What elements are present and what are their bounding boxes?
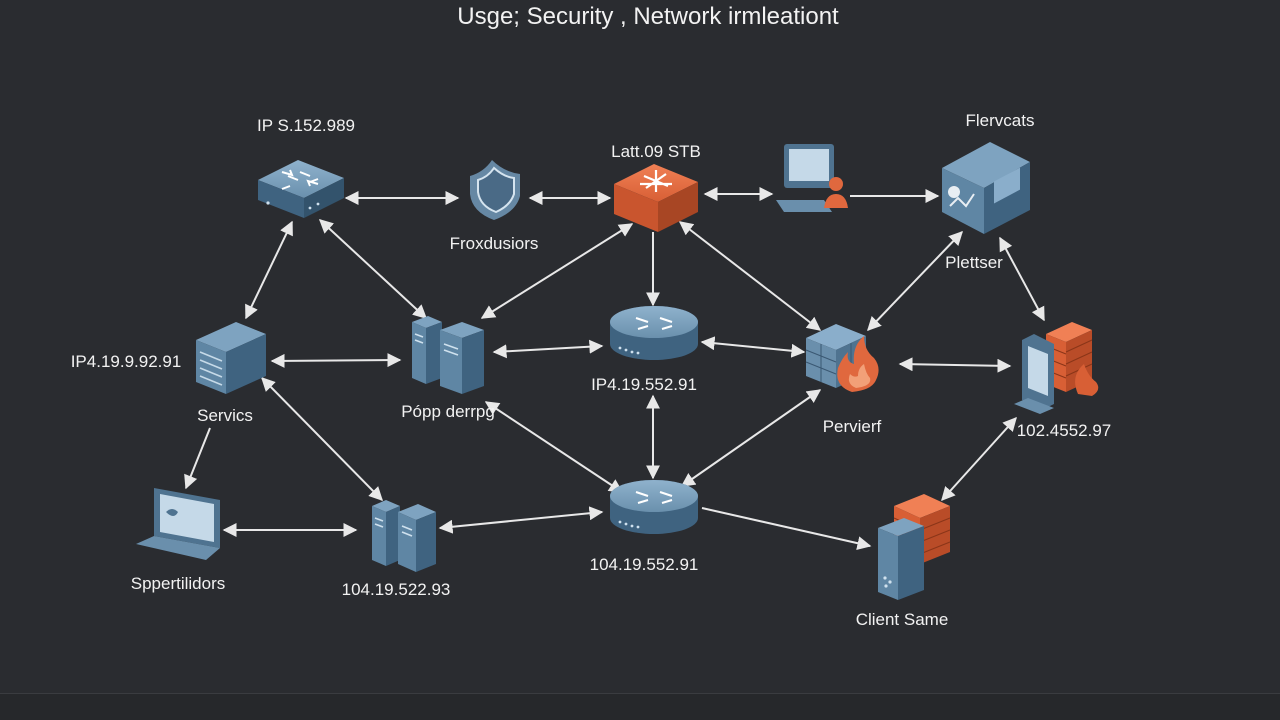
label-laptop: Sppertilidors [131,574,226,593]
label-firewall-mid: Pervierf [823,417,882,436]
label-router-mid: IP4.19.552.91 [591,375,697,394]
diagram-title: Usge; Security , Network irmleationt [457,3,839,30]
bottom-bar [0,693,1280,720]
server-pair-icon [412,316,484,394]
shield-icon [470,160,520,220]
label-shield: Froxdusiors [450,234,539,253]
label-server-pair-bottom: 104.19.522.93 [342,580,451,599]
workstation-user-icon [776,144,848,212]
edge-switch-server-left [245,220,293,320]
label-server-pair-mid: Pópp derrpg [401,402,495,421]
firewall-terminal-icon [1014,322,1099,414]
router-icon [610,480,698,534]
edge-server-left-serverpair-bottom [261,377,383,501]
edge-switch-serverpair [318,219,428,319]
edge-core-firewall-mid [678,221,822,331]
label-switch-tl: IP S.152.989 [257,116,355,135]
edge-cube-firewall-right [999,236,1045,322]
edge-serverpair-router-mid [492,339,604,359]
edge-server-left-serverpair [270,353,402,368]
label-services: Servics [197,406,253,425]
edge-firewall-mid-firewall-right [898,357,1012,373]
edge-router-mid-firewall-mid [700,336,806,358]
edge-router-bottom-client [701,507,872,551]
label-router-bottom: 104.19.552.91 [590,555,699,574]
edge-core-serverpair [480,223,634,319]
label-server-left: IP4.19.9.92.91 [71,352,182,371]
cube-server-icon [942,142,1030,234]
edge-serverpair-bottom-router-bottom [438,506,604,534]
label-plettser: Plettser [945,253,1003,272]
firewall-flame-icon [805,324,879,392]
switch-icon [258,160,344,218]
core-switch-icon [614,164,698,232]
label-core-switch: Latt.09 STB [611,142,701,161]
server-pair-icon [372,500,436,572]
router-icon [610,306,698,360]
label-cube-server: Flervcats [966,111,1035,130]
edge-serverpair-router-bottom [484,401,624,493]
label-firewall-right: 102.4552.97 [1017,421,1112,440]
edge-cube-firewall-mid [867,230,963,332]
label-client-server: Client Same [856,610,949,629]
server-icon [196,322,266,394]
edge-server-left-laptop [184,427,211,490]
edge-firewall-right-client [941,416,1017,502]
edge-firewall-mid-router-bottom [680,389,822,487]
laptop-icon [136,488,220,560]
edges [184,187,1045,551]
client-server-firewall-icon [878,494,951,600]
